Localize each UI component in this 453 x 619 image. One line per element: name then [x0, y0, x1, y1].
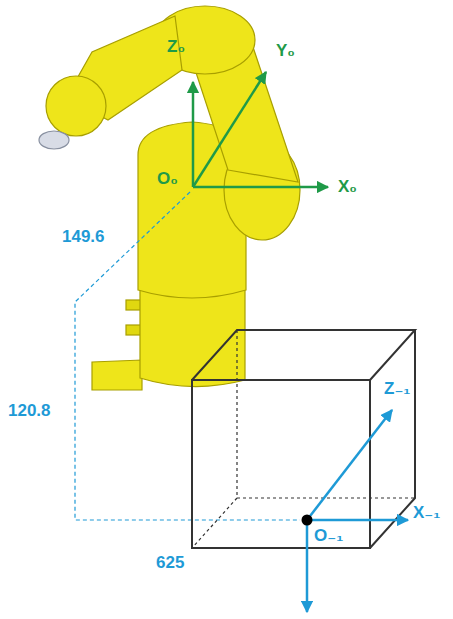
axis-label: X₀: [338, 178, 357, 195]
origin-label: O₋₁: [314, 527, 343, 544]
axis-label: Y₀: [276, 42, 295, 59]
cube-top-face: [192, 330, 415, 380]
x-1-axis: [307, 519, 408, 522]
z0-axis: [192, 82, 195, 187]
dimension-label: 149.6: [62, 228, 105, 245]
origin-label: O₀: [157, 170, 178, 187]
x0-axis: [193, 186, 328, 189]
dimension-label: 625: [156, 554, 184, 571]
cube-right-face: [370, 330, 415, 548]
tool-flange: [39, 131, 69, 149]
cube-front-face: [192, 380, 370, 548]
axis-label: X₋₁: [413, 504, 440, 521]
origin-dot: [302, 515, 313, 526]
dimension-label: 120.8: [8, 402, 51, 419]
wrist-joint: [46, 76, 106, 136]
axis-label: Z₀: [167, 38, 185, 55]
z-1-axis: [307, 410, 392, 520]
cube-hidden-edge: [192, 330, 415, 548]
y0-axis: [193, 72, 266, 187]
axis-label: Z₋₁: [384, 380, 410, 397]
mount-flange: [92, 360, 142, 390]
dimension-leader: [75, 192, 300, 520]
down-axis: [306, 524, 309, 612]
